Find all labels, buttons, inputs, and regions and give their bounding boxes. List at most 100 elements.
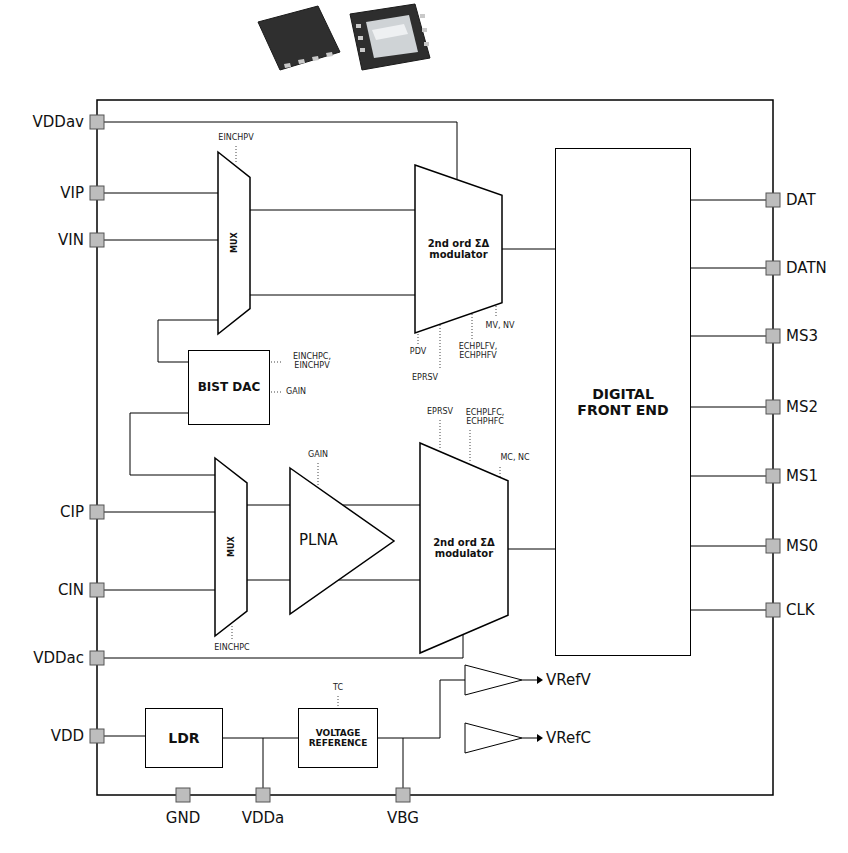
- exposed-pad-shine: [372, 24, 408, 40]
- control-signal-name: EINCHPC: [214, 644, 249, 653]
- package-pad: [356, 24, 361, 28]
- pin-name: VDD: [51, 728, 84, 745]
- signal-connector: [250, 210, 415, 295]
- pin-pad: [90, 583, 104, 597]
- control-signal-name: GAIN: [308, 451, 328, 460]
- block-label: LDR: [168, 730, 199, 746]
- multiplexer: MUX: [218, 152, 250, 334]
- pin-name: VIN: [58, 232, 84, 249]
- control-tick: [418, 334, 419, 344]
- control-signal-name: TC: [333, 684, 343, 693]
- block-label: VOLTAGE REFERENCE: [303, 728, 373, 749]
- output-wire: [522, 738, 537, 739]
- control-wire: [691, 407, 766, 408]
- sigma-delta-modulator: 2nd ord ΣΔ modulator: [415, 165, 502, 333]
- control-wire: [691, 476, 766, 477]
- output-wire: [522, 680, 537, 681]
- control-wire: [691, 336, 766, 337]
- pin-pad: [90, 115, 104, 129]
- chip-outline: [97, 100, 773, 795]
- pin-pad: [90, 729, 104, 743]
- input-wire: [104, 240, 218, 241]
- package-pad: [284, 63, 291, 68]
- control-tick: [271, 362, 282, 363]
- package-pad: [358, 36, 363, 40]
- pin-name: DATN: [786, 260, 827, 277]
- control-tick: [500, 467, 501, 477]
- input-wire: [104, 590, 215, 591]
- signal-connector: [223, 738, 298, 739]
- supply-wire: [104, 736, 145, 737]
- pin-name: CLK: [786, 602, 815, 619]
- package-pad: [326, 52, 333, 57]
- package-pad: [422, 28, 427, 32]
- pin-pad: [90, 505, 104, 519]
- sigma-delta-modulator: 2nd ord ΣΔ modulator: [420, 443, 508, 653]
- control-signal-name: GAIN: [286, 388, 306, 397]
- pin-name: VRefV: [546, 672, 591, 689]
- pin-pad: [766, 261, 780, 275]
- package-pad: [312, 56, 319, 61]
- pin-name: CIP: [60, 504, 84, 521]
- control-signal-name: ECHPLFV, ECHPHFV: [452, 343, 504, 361]
- signal-connector: [502, 249, 555, 250]
- reference-wire: [376, 738, 440, 739]
- control-signal-name: EPRSV: [412, 374, 438, 383]
- control-signal-name: EPRSV: [427, 408, 453, 417]
- sigma-delta-modulator-shape: [415, 165, 502, 333]
- pin-name: DAT: [786, 192, 816, 209]
- block-label: MUX: [229, 233, 238, 254]
- pin-name: MS0: [786, 538, 818, 555]
- supply-wire: [104, 635, 463, 658]
- pin-pad: [766, 469, 780, 483]
- block-label: 2nd ord ΣΔ modulator: [427, 238, 491, 261]
- bist-dac-block: BIST DAC: [188, 350, 270, 425]
- control-signal-name: EINCHPC, EINCHPV: [286, 353, 338, 371]
- reference-wire: [440, 680, 441, 738]
- pin-name: GND: [166, 810, 200, 827]
- control-tick: [496, 306, 497, 318]
- output-wire: [691, 200, 766, 201]
- control-tick: [236, 146, 237, 164]
- arrowhead: [537, 676, 543, 684]
- pin-pad: [766, 193, 780, 207]
- control-tick: [472, 314, 473, 339]
- amplifier-triangle: PLNA: [290, 468, 394, 614]
- multiplexer-shape: [215, 458, 247, 636]
- output-wire: [691, 268, 766, 269]
- sigma-delta-modulator-shape: [420, 443, 508, 653]
- package-photo: [258, 6, 340, 70]
- reference-wire: [440, 680, 465, 681]
- clock-wire: [691, 610, 766, 611]
- wires: [104, 122, 766, 788]
- digital-front-end-block: DIGITAL FRONT END: [555, 148, 691, 656]
- control-tick: [440, 325, 441, 370]
- pin-pad: [90, 233, 104, 247]
- control-tick: [470, 430, 471, 463]
- pin-name: MS1: [786, 468, 818, 485]
- supply-wire: [263, 738, 264, 788]
- pin-pad: [766, 400, 780, 414]
- block-label: MUX: [226, 537, 235, 558]
- control-tick: [440, 420, 441, 450]
- package-pad: [298, 59, 305, 64]
- ldr-block: LDR: [145, 708, 223, 768]
- pin-name: VDDac: [33, 650, 84, 667]
- pin-name: VDDav: [33, 114, 84, 131]
- pin-name: VRefC: [546, 730, 591, 747]
- pin-name: VDDa: [242, 810, 285, 827]
- control-tick: [318, 463, 319, 486]
- package-pad: [360, 48, 365, 52]
- supply-wire: [104, 122, 457, 179]
- signal-connector: [247, 505, 290, 580]
- control-tick: [232, 626, 233, 640]
- pin-name: CIN: [58, 582, 84, 599]
- pin-name: VBG: [387, 810, 419, 827]
- block-label: BIST DAC: [198, 381, 261, 395]
- control-signal-name: MC, NC: [500, 454, 529, 463]
- pin-pad: [766, 539, 780, 553]
- reference-wire: [403, 738, 404, 788]
- pin-pad: [176, 788, 190, 802]
